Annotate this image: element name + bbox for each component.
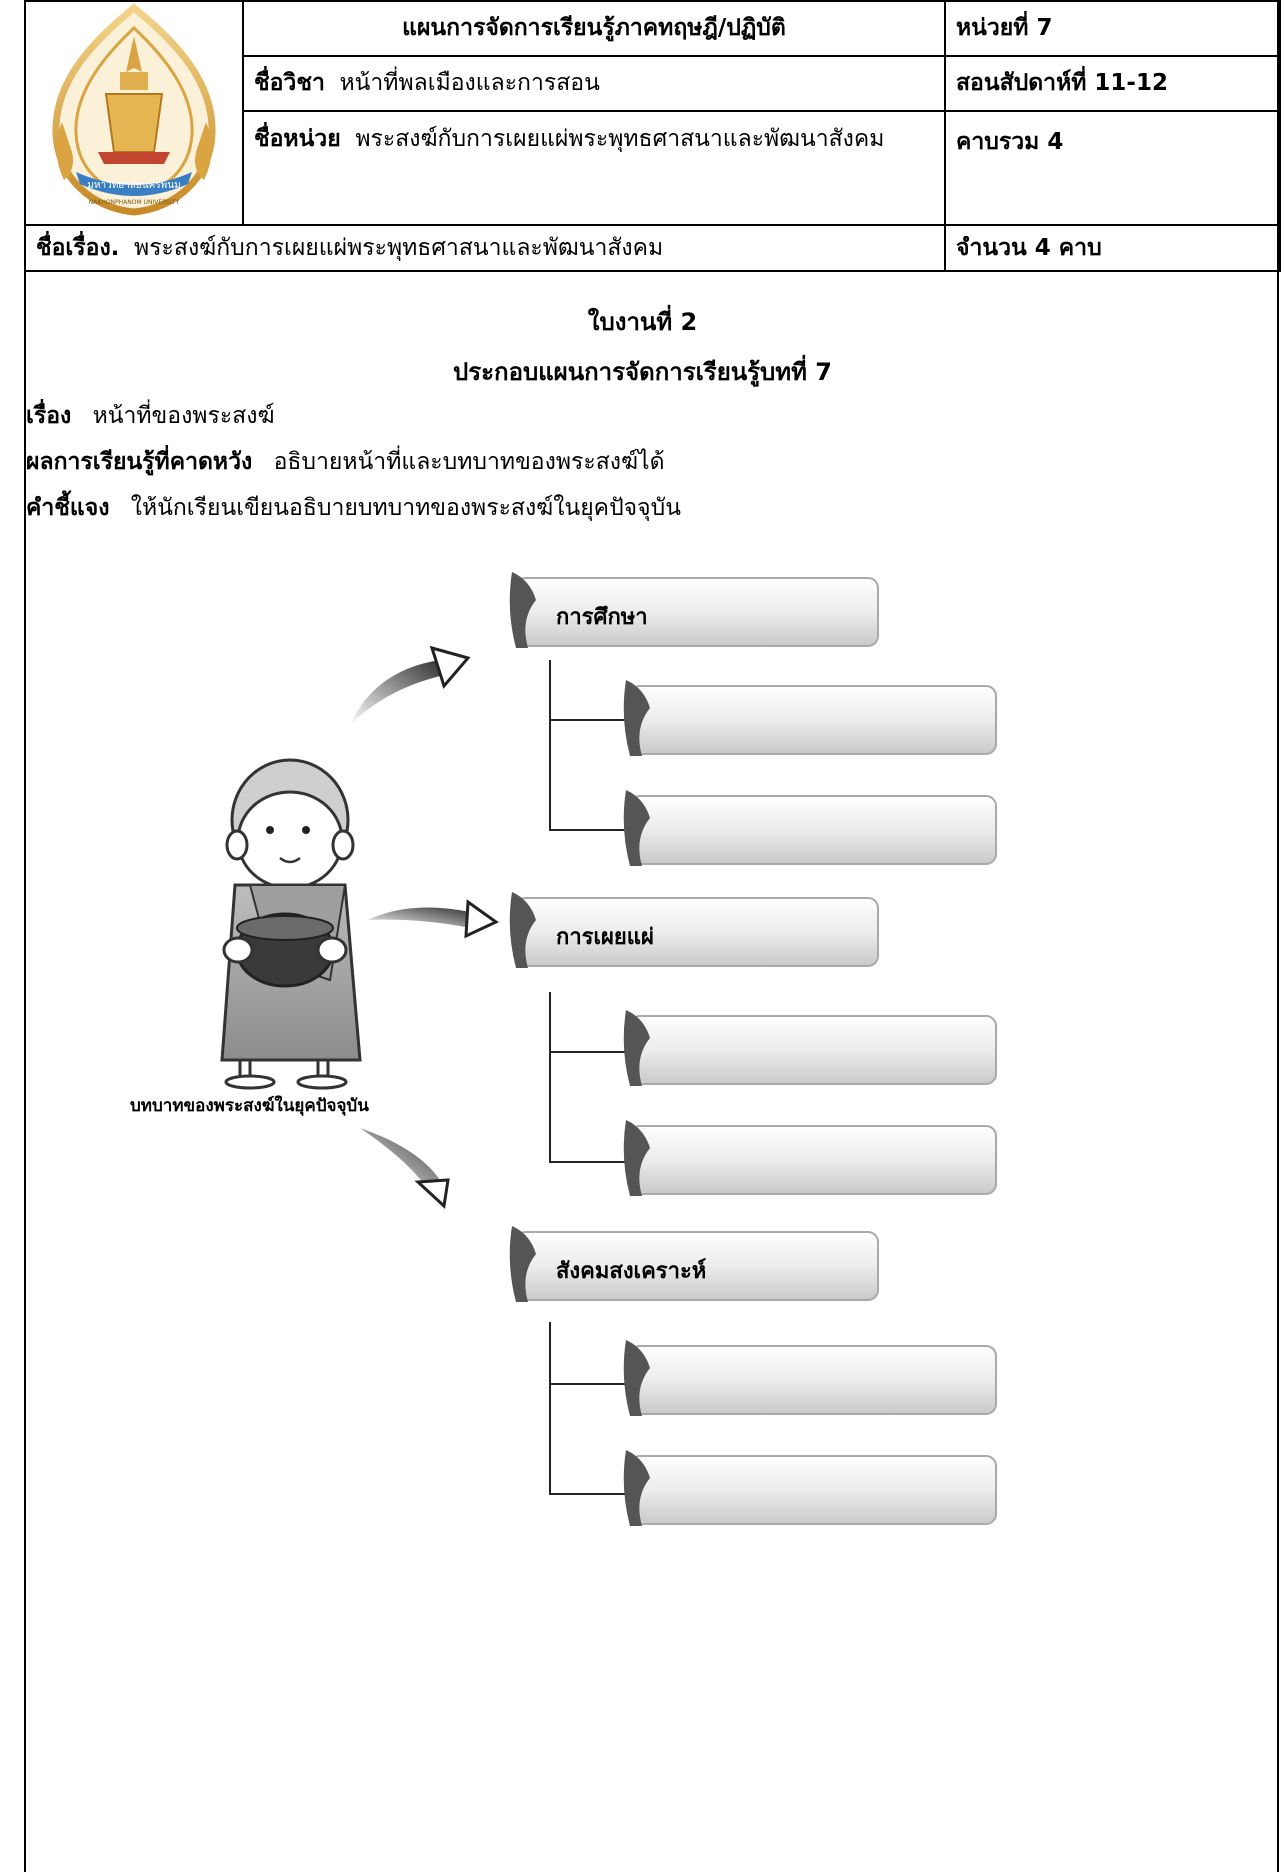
learning-outcome: ผลการเรียนรู้ที่คาดหวัง อธิบายหน้าที่และ… — [26, 444, 665, 480]
worksheet-topic-value: หน้าที่ของพระสงฆ์ — [92, 403, 275, 429]
category-label-education: การศึกษา — [556, 605, 648, 630]
category-box-education: การศึกษา — [509, 572, 879, 648]
svg-text:มหาวิทยาลัยนครพนม: มหาวิทยาลัยนครพนม — [87, 180, 180, 191]
topic-value: พระสงฆ์กับการเผยแผ่พระพุทธศาสนาและพัฒนาส… — [134, 235, 664, 261]
page-border — [24, 0, 1279, 1872]
svg-text:NAKHONPHANOM UNIVERSITY: NAKHONPHANOM UNIVERSITY — [89, 199, 180, 206]
answer-box[interactable] — [623, 790, 997, 866]
instruction: คำชี้แจง ให้นักเรียนเขียนอธิบายบทบาทของพ… — [26, 490, 681, 526]
worksheet-topic: เรื่อง หน้าที่ของพระสงฆ์ — [26, 398, 275, 434]
category-box-welfare: สังคมสงเคราะห์ — [509, 1226, 879, 1302]
arrow-to-education — [350, 645, 471, 725]
subject-value: หน้าที่พลเมืองและการสอน — [339, 70, 600, 97]
unit-name-cell: ชื่อหน่วย พระสงฆ์กับการเผยแผ่พระพุทธศาสน… — [242, 109, 946, 227]
category-label-propagation: การเผยแผ่ — [556, 925, 654, 950]
instruction-value: ให้นักเรียนเขียนอธิบายบทบาทของพระสงฆ์ในย… — [130, 495, 681, 521]
worksheet-title: ใบงานที่ 2 — [587, 308, 698, 336]
unit-name-value: พระสงฆ์กับการเผยแผ่พระพุทธศาสนาและพัฒนาส… — [355, 125, 885, 152]
topic-label: ชื่อเรื่อง. — [36, 235, 120, 261]
arrow-to-welfare — [360, 1128, 450, 1210]
university-seal-icon: มหาวิทยาลัยนครพนม NAKHONPHANOM UNIVERSIT… — [52, 3, 216, 216]
answer-box[interactable] — [623, 1450, 997, 1526]
plan-header-table: มหาวิทยาลัยนครพนม NAKHONPHANOM UNIVERSIT… — [24, 0, 1281, 272]
category-label-welfare: สังคมสงเคราะห์ — [556, 1258, 706, 1284]
learning-outcome-value: อธิบายหน้าที่และบทบาทของพระสงฆ์ได้ — [273, 449, 665, 475]
worksheet-subtitle: ประกอบแผนการจัดการเรียนรู้บทที่ 7 — [453, 358, 832, 386]
teaching-week: สอนสัปดาห์ที่ 11-12 — [944, 54, 1281, 112]
monk-caption: บทบาทของพระสงฆ์ในยุคปัจจุบัน — [130, 1096, 369, 1116]
arrow-to-propagation — [368, 899, 499, 939]
university-logo: มหาวิทยาลัยนครพนม NAKHONPHANOM UNIVERSIT… — [24, 0, 244, 226]
learning-outcome-label: ผลการเรียนรู้ที่คาดหวัง — [26, 449, 253, 475]
unit-name-label: ชื่อหน่วย — [254, 125, 341, 152]
subject-cell: ชื่อวิชา หน้าที่พลเมืองและการสอน — [242, 54, 946, 112]
unit-number: หน่วยที่ 7 — [944, 0, 1281, 57]
tree-lines — [549, 660, 636, 1495]
monk-illustration — [220, 758, 362, 1090]
answer-box[interactable] — [623, 680, 997, 756]
plan-title: แผนการจัดการเรียนรู้ภาคทฤษฎี/ปฏิบัติ — [242, 0, 946, 57]
answer-box[interactable] — [623, 1340, 997, 1416]
worksheet-topic-label: เรื่อง — [26, 403, 72, 429]
category-box-propagation: การเผยแผ่ — [509, 892, 879, 968]
subject-label: ชื่อวิชา — [254, 70, 325, 97]
topic-cell: ชื่อเรื่อง. พระสงฆ์กับการเผยแผ่พระพุทธศา… — [24, 224, 946, 272]
answer-box[interactable] — [623, 1010, 997, 1086]
total-periods: คาบรวม 4 — [944, 109, 1281, 227]
answer-box[interactable] — [623, 1120, 997, 1196]
period-count: จำนวน 4 คาบ — [944, 224, 1281, 272]
instruction-label: คำชี้แจง — [26, 495, 110, 521]
